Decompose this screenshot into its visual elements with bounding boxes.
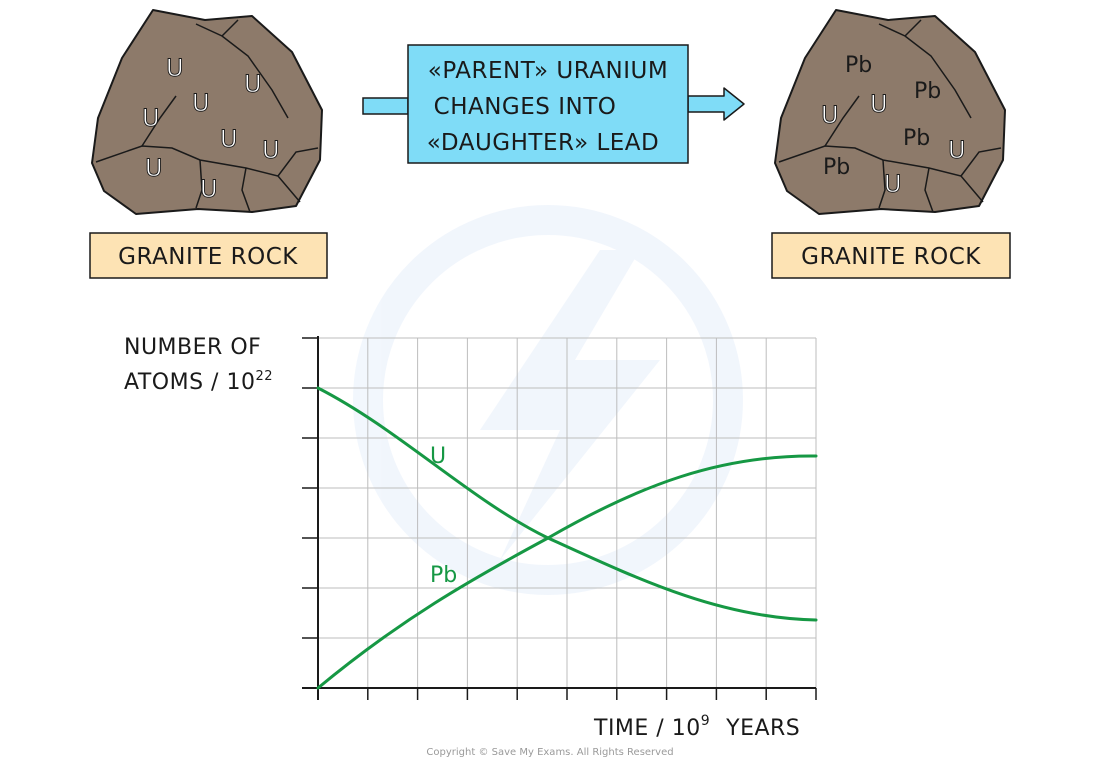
lead-letter: Pb — [903, 126, 930, 151]
uranium-letter: U — [884, 170, 902, 198]
uranium-atoms-left: U U U U U U U U — [142, 54, 280, 204]
uranium-letter: U — [192, 89, 210, 117]
right-rock: Pb Pb Pb Pb U U U U — [774, 9, 1006, 215]
right-rock-label-text: GRANITE ROCK — [801, 244, 981, 270]
uranium-letter: U — [821, 101, 839, 129]
uranium-letter: U — [200, 175, 218, 203]
atoms-right: Pb Pb Pb Pb U U U U — [821, 53, 966, 198]
lead-letter: Pb — [845, 53, 872, 78]
uranium-letter: U — [220, 125, 238, 153]
uranium-letter: U — [166, 54, 184, 82]
right-rock-label: GRANITE ROCK — [771, 232, 1011, 279]
lead-letter: Pb — [914, 79, 941, 104]
uranium-curve-label: U — [430, 444, 446, 469]
uranium-letter: U — [870, 90, 888, 118]
watermark-logo — [353, 205, 743, 595]
process-arrow: «PARENT» URANIUM CHANGES INTO «DAUGHTER»… — [362, 44, 745, 164]
process-line-2: CHANGES INTO — [434, 94, 617, 120]
lead-letter: Pb — [823, 155, 850, 180]
uranium-letter: U — [262, 136, 280, 164]
left-rock-label: GRANITE ROCK — [89, 232, 328, 279]
lead-curve-label: Pb — [430, 563, 457, 588]
left-rock: U U U U U U U U — [91, 9, 323, 215]
uranium-letter: U — [142, 104, 160, 132]
process-line-1: «PARENT» URANIUM — [428, 58, 668, 84]
left-rock-label-text: GRANITE ROCK — [118, 244, 298, 270]
uranium-letter: U — [145, 154, 163, 182]
y-axis-label-line1: NUMBER OF — [124, 335, 261, 360]
process-line-3: «DAUGHTER» LEAD — [427, 130, 660, 156]
y-axis-label-line2: ATOMS / 1022 — [124, 369, 273, 395]
lead-curve — [316, 454, 818, 690]
copyright-notice: Copyright © Save My Exams. All Rights Re… — [426, 747, 673, 758]
graph-grid — [318, 337, 817, 688]
uranium-letter: U — [244, 70, 262, 98]
graph-ticks — [302, 337, 817, 700]
uranium-letter: U — [948, 136, 966, 164]
